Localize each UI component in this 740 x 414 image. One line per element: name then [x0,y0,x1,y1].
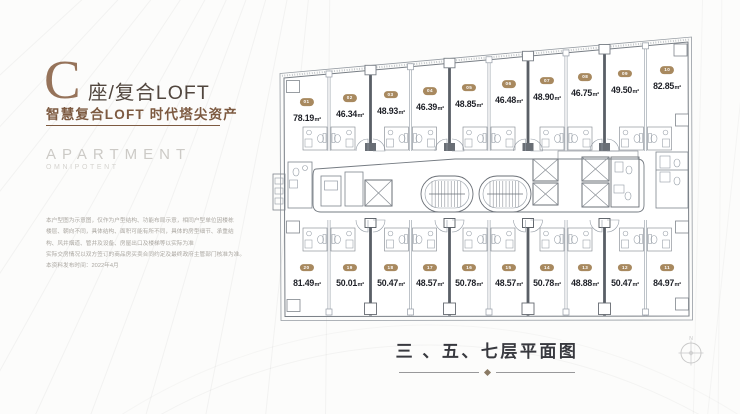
unit-badge: 03 [383,90,398,99]
unit-area: 50.47m² [611,278,639,288]
unit-badge: 14 [539,263,555,272]
unit-badge: 05 [462,83,477,92]
unit-area: 84.97m² [653,278,682,288]
unit-badge: 04 [422,87,438,95]
unit-badge: 10 [660,66,675,74]
unit-badge: 19 [342,263,357,272]
unit-area: 82.85m² [653,80,682,91]
unit-area: 50.01m² [335,278,364,288]
unit-badge: 15 [501,263,516,272]
unit-area: 50.47m² [376,278,405,288]
unit-badge: 08 [578,73,593,82]
disclaimer-line: 本资料发布时间：2022年4月 [46,263,119,270]
apartment-label: APARTMENT [46,146,192,163]
unit-badge: 13 [578,263,593,272]
unit-area: 81.49m² [292,278,321,288]
unit-badge: 12 [617,263,633,272]
unit-badge: 17 [422,263,438,272]
disclaimer-line: 实际交房情况以双方签订的商品房买卖合同约定及最终政府主管部门核准为准。 [46,251,246,258]
omnipotent-label: OMNIPOTENT [46,164,119,171]
unit-area: 48.57m² [494,278,523,288]
unit-badge: 18 [383,263,398,272]
unit-area: 48.85m² [455,98,484,109]
disclaimer-text: 本户型图为示意图，仅作为户型结构、功能布局示意，相同户型单位因楼栋楼层、朝向不同… [46,216,245,272]
unit-area: 48.90m² [533,91,561,102]
unit-badge: 06 [501,80,516,88]
svg-text:N: N [689,336,693,342]
title-rule [46,125,220,127]
unit-badge: 11 [660,263,675,272]
unit-area: 49.50m² [611,84,639,95]
disclaimer-line: 本户型图为示意图，仅作为户型结构、功能布局示意，相同户型单位因楼栋 [46,218,234,224]
unit-area: 48.93m² [376,105,405,116]
unit-badge: 07 [539,76,555,85]
block-suffix: 座/复合LOFT [88,82,210,104]
diamond-ornament [483,368,491,377]
unit-badge: 02 [342,94,357,103]
disclaimer-line: 构、风井烟道、管井及设备、房屋出口及楼梯等以实际为准 [46,240,194,247]
plan-caption: 三 、五、七层平面图 [395,342,579,361]
unit-area: 50.78m² [455,278,484,288]
unit-area: 50.78m² [533,278,561,288]
compass-icon: N [678,336,704,366]
caption-divider [399,368,575,377]
unit-badge: 20 [299,263,314,272]
unit-area: 46.34m² [335,109,364,120]
unit-area: 46.39m² [416,102,444,113]
unit-badge: 16 [462,263,477,272]
unit-area: 48.88m² [571,278,600,288]
unit-area: 48.57m² [416,278,444,288]
unit-area: 78.19m² [292,113,321,123]
block-letter: C [44,49,81,110]
disclaimer-line: 楼层、朝向不同，具体结构、面积可能有所不同，具体的房型细节、承重结 [46,229,234,236]
subtitle: 智慧复合LOFT 时代塔尖资产 [46,107,238,122]
floor-plan [272,36,693,321]
unit-badge: 01 [299,98,314,106]
unit-area: 46.48m² [494,95,523,106]
unit-area: 46.75m² [571,88,600,99]
unit-badge: 09 [617,69,633,78]
